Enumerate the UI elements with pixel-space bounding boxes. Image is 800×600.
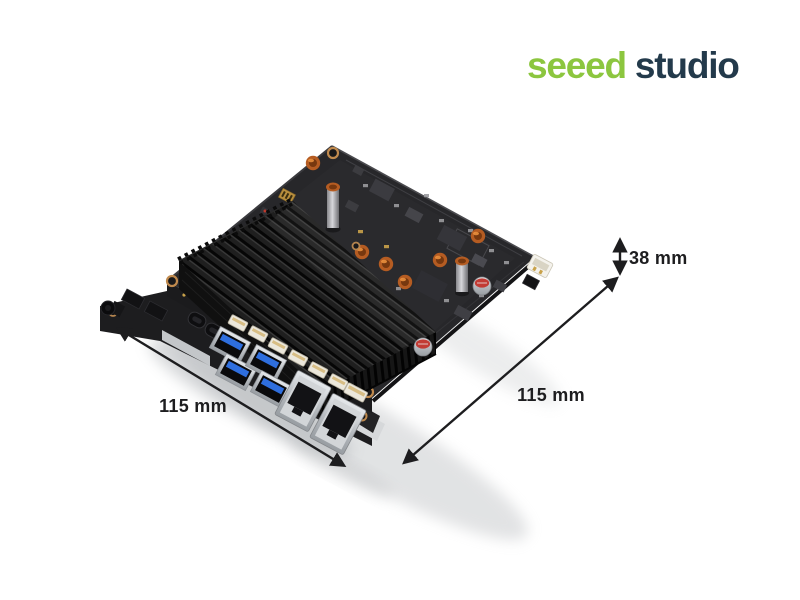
standoff xyxy=(470,228,486,244)
heatsink-fins-top xyxy=(179,201,436,392)
brand-logo-studio: studio xyxy=(634,45,740,86)
dimension-arrow-front-width xyxy=(115,326,347,468)
dimension-label-front-width: 115 mm xyxy=(159,396,227,416)
power-button xyxy=(100,300,126,318)
standoff xyxy=(432,252,448,268)
jst-connector xyxy=(526,254,554,278)
brand-logo-seeed: seeed xyxy=(527,45,627,86)
standoff xyxy=(378,256,394,272)
standoff xyxy=(305,155,321,171)
dip-switch xyxy=(277,187,297,205)
mounting-holes xyxy=(165,146,375,399)
dimension-arrow-side-depth xyxy=(402,276,619,465)
dimension-label-side-depth: 115 mm xyxy=(517,385,585,405)
dimension-arrows xyxy=(115,237,628,468)
electrolytic-capacitor xyxy=(413,337,433,357)
standoff xyxy=(397,274,413,290)
pin-header xyxy=(521,273,541,291)
side-connector xyxy=(143,300,169,322)
electrolytic-capacitor xyxy=(472,276,492,296)
side-connector xyxy=(120,288,146,310)
usb-c-port-1 xyxy=(187,311,207,329)
dimension-label-height: 38 mm xyxy=(629,248,688,268)
standoff-post xyxy=(325,182,341,233)
standoff-post xyxy=(455,256,469,297)
